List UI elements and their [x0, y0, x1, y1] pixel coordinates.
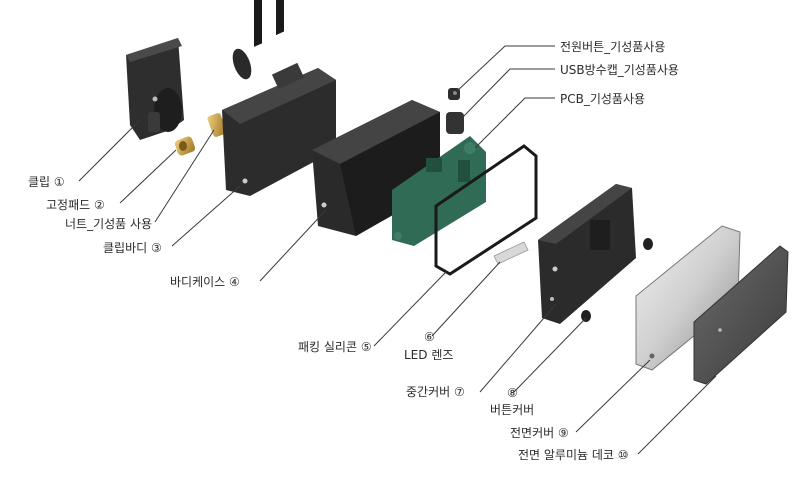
middle-cover-part [538, 184, 636, 324]
label-middle-cover: 중간커버 ⑦ [406, 385, 465, 399]
leader-line-clip-body [171, 185, 241, 247]
leader-line-packing [373, 271, 447, 347]
leader-line-front-deco [637, 375, 717, 455]
usb-cap-part [446, 112, 464, 134]
fixed-pad-part [174, 136, 196, 156]
label-packing-silicone: 패킹 실리콘 ⑤ [298, 340, 372, 354]
label-fixed-pad: 고정패드 ② [46, 198, 105, 212]
leader-lines [78, 45, 717, 455]
leader-line-body-case [259, 209, 327, 282]
label-button-cover: 버튼커버 [490, 403, 535, 417]
label-usb-cap: USB방수캡_기성품사용 [560, 63, 679, 77]
nut-part [207, 113, 227, 137]
pcb-part [392, 136, 486, 246]
leader-line-button-cover [513, 317, 587, 393]
leader-line-led-lens [431, 261, 501, 337]
leader-line-power-button [455, 45, 555, 93]
leader-line-front-cover [575, 359, 651, 433]
leader-line-nut [154, 129, 215, 223]
led-lens-part [493, 241, 529, 265]
leader-line-middle-cover [479, 303, 557, 393]
label-front-aluminum-deco: 전면 알루미늄 데코 ⑩ [518, 448, 629, 462]
button-cover-part [581, 238, 653, 322]
label-pcb: PCB_기성품사용 [560, 92, 646, 106]
leader-line-fixed-pad [119, 149, 177, 204]
label-front-cover: 전면커버 ⑨ [510, 426, 569, 440]
leader-line-usb-cap [459, 68, 555, 121]
clip-part [126, 38, 184, 140]
packing-silicone-part [434, 144, 538, 276]
label-nut: 너트_기성품 사용 [65, 217, 153, 231]
leader-line-clip [78, 119, 141, 182]
label-body-case: 바디케이스 ④ [170, 275, 240, 289]
front-aluminum-deco-part [693, 245, 789, 385]
label-led-lens: LED 렌즈 [404, 348, 454, 362]
label-button-cover-number: ⑧ [507, 386, 518, 400]
label-clip: 클립 ① [28, 175, 65, 189]
label-clip-body: 클립바디 ③ [103, 241, 162, 255]
leader-line-pcb [474, 97, 555, 149]
label-led-lens-number: ⑥ [424, 330, 435, 344]
clip-body-part [222, 0, 336, 196]
label-power-button: 전원버튼_기성품사용 [560, 40, 666, 54]
